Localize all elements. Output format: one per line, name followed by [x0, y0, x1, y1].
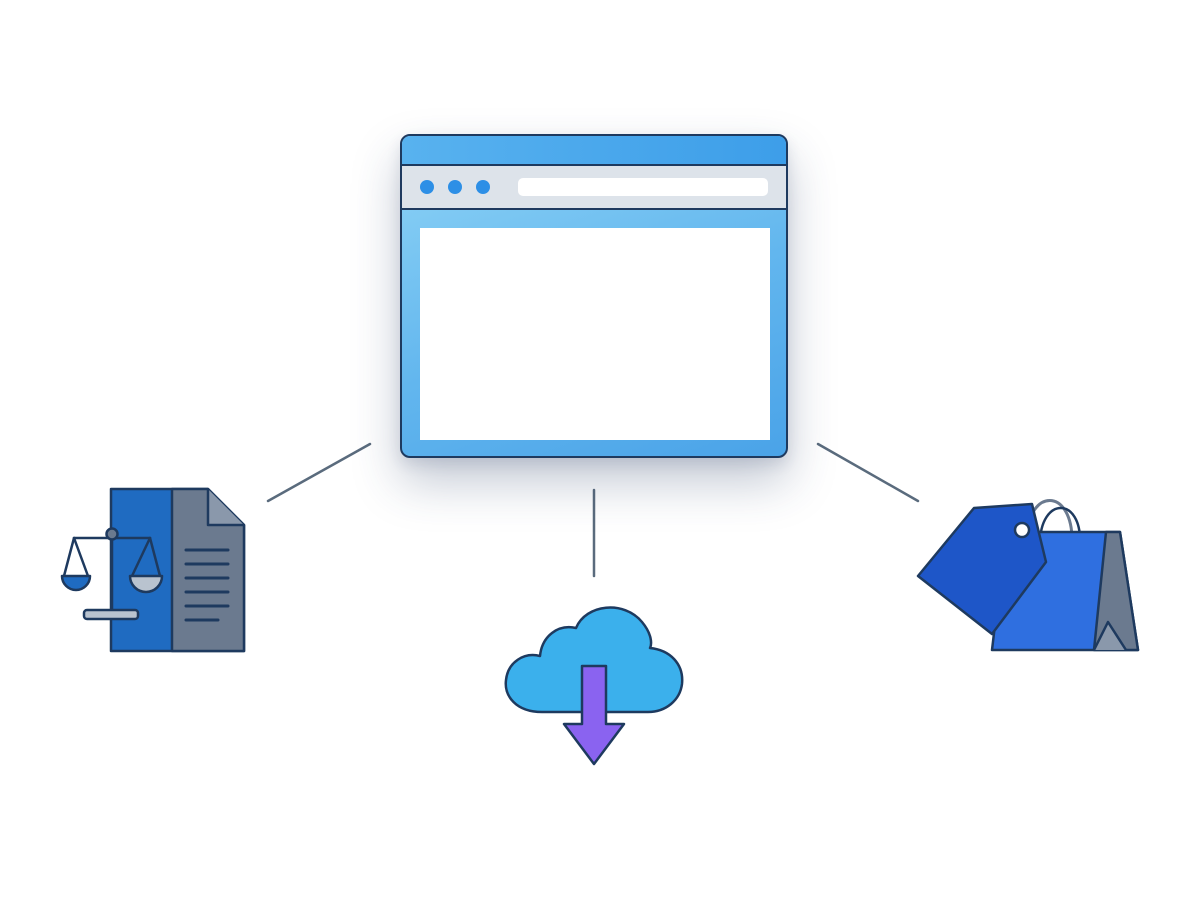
cloud-download-icon — [504, 606, 684, 766]
connector-line-left — [266, 442, 372, 503]
legal-document-scale-icon — [60, 487, 246, 653]
address-bar — [518, 178, 768, 196]
browser-window-icon — [400, 134, 788, 458]
browser-content-area — [420, 228, 770, 440]
connector-line-right — [816, 442, 920, 503]
window-dot-icon — [448, 180, 462, 194]
shopping-bag-tag-icon — [916, 499, 1140, 652]
window-dot-icon — [420, 180, 434, 194]
browser-title-bar — [402, 136, 786, 166]
window-dot-icon — [476, 180, 490, 194]
browser-toolbar — [402, 166, 786, 210]
